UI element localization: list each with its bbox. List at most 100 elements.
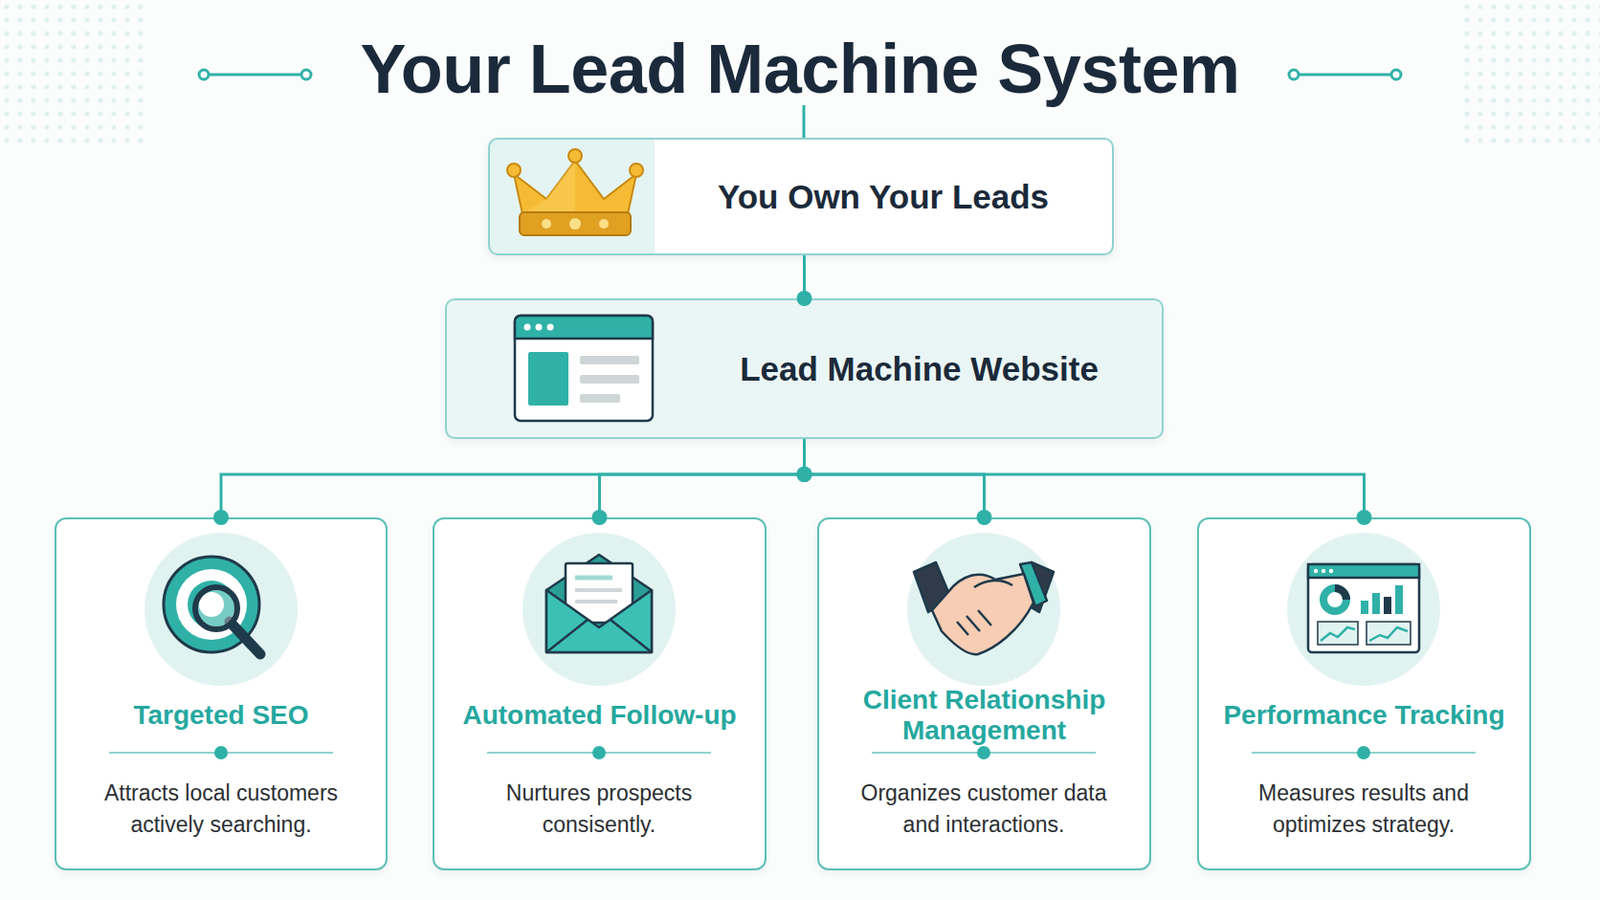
corner-dots (1456, 0, 1600, 144)
corner-dots (0, 0, 1600, 144)
handshake-icon (932, 574, 1034, 655)
analytics-icon (1317, 622, 1358, 645)
analytics-icon (1366, 622, 1411, 645)
connector-dot (797, 290, 813, 307)
card-divider (214, 746, 228, 760)
seo-target-icon (176, 569, 247, 641)
connector-dot (977, 510, 993, 526)
analytics-icon (1323, 588, 1347, 612)
analytics-icon (1334, 588, 1347, 600)
connector-dot (797, 466, 813, 483)
card-heading-area: Performance Tracking (1199, 677, 1530, 755)
connector-line (804, 439, 1365, 518)
website-icon (528, 352, 569, 406)
website-icon (579, 394, 621, 403)
box-label: Lead Machine Website (676, 300, 1162, 438)
email-icon (575, 588, 623, 593)
card-heading-area: Targeted SEO (56, 677, 386, 755)
feature-card: Targeted SEO Attracts local customers act… (54, 517, 388, 871)
feature-card: Client Relationship ManagementOrganizes … (817, 517, 1152, 871)
website-icon (524, 324, 532, 332)
crown-icon (507, 149, 644, 236)
connector-line (802, 255, 806, 299)
crown-icon (629, 163, 644, 178)
handshake-icon (913, 562, 1054, 655)
analytics-icon (1308, 564, 1420, 653)
crown-icon (507, 163, 521, 178)
crown-icon (522, 160, 576, 215)
seo-target-icon (229, 622, 261, 655)
handshake-icon (1016, 562, 1054, 613)
analytics-icon (1360, 600, 1369, 615)
website-icon (514, 315, 653, 339)
title-stem (802, 105, 806, 138)
website-icon (514, 315, 653, 422)
connector-line (221, 439, 805, 518)
email-icon (546, 620, 652, 653)
icon-backdrop (1287, 533, 1441, 687)
website-icon (579, 355, 640, 365)
icon-backdrop (144, 533, 1441, 687)
connector-dot (797, 466, 813, 483)
ownership-box: You Own Your Leads (488, 137, 1114, 256)
email-icon (546, 555, 652, 653)
email-icon (546, 590, 652, 653)
email-icon (575, 576, 613, 581)
connector-dot (797, 466, 813, 483)
card-heading-area: Client Relationship Management (819, 677, 1150, 755)
handshake-icon (956, 580, 1013, 636)
card-heading: Client Relationship Management (831, 685, 1138, 747)
icon-backdrop (522, 533, 676, 687)
analytics-icon (1308, 564, 1420, 653)
analytics-icon (1321, 569, 1326, 574)
crown-icon (519, 212, 631, 236)
card-description: Nurtures prospects consisently. (460, 777, 738, 842)
crown-icon (569, 218, 581, 230)
analytics-icon (1372, 593, 1380, 615)
title-ornament (203, 73, 307, 77)
icon-backdrop (144, 533, 298, 687)
website-icon (535, 324, 543, 332)
title-ornament (1293, 73, 1397, 77)
feature-card: Automated Follow-upNurtures prospects co… (432, 517, 767, 871)
connector-line (600, 439, 805, 518)
card-heading-area: Automated Follow-up (434, 677, 765, 755)
feature-card: Performance TrackingMeasures results and… (1197, 517, 1532, 871)
card-description: Measures results and optimizes strategy. (1224, 777, 1503, 842)
email-icon (546, 555, 652, 653)
card-description: Attracts local customers actively search… (82, 777, 360, 842)
card-divider (1356, 746, 1371, 760)
card-divider (871, 752, 1096, 755)
crown-icon (541, 219, 552, 229)
connector-dot (592, 510, 608, 526)
connector-dot (797, 466, 813, 483)
handshake-icon (1020, 562, 1047, 607)
analytics-icon (1383, 597, 1392, 615)
corner-dots (0, 0, 144, 144)
crown-icon (513, 160, 637, 215)
card-heading: Automated Follow-up (462, 700, 736, 732)
card-description: Organizes customer data and interactions… (844, 777, 1123, 842)
title-ornament (1391, 69, 1401, 80)
title-ornament (1288, 69, 1299, 80)
icon-backdrop (907, 533, 1061, 687)
card-heading: Targeted SEO (133, 700, 309, 732)
analytics-icon (1395, 585, 1403, 615)
connector-dot (1356, 510, 1373, 526)
card-divider (109, 746, 1476, 760)
title-ornament (199, 69, 209, 80)
connector-line (804, 439, 985, 518)
title-ornament (199, 69, 1401, 80)
seo-target-icon (195, 587, 238, 630)
website-icon (547, 324, 555, 332)
crown-icon (599, 219, 609, 229)
card-divider (592, 746, 606, 760)
card-divider (487, 752, 712, 755)
website-box: Lead Machine Website (444, 298, 1164, 440)
website-icon (579, 375, 640, 384)
analytics-icon (1320, 627, 1356, 642)
email-icon (565, 563, 633, 623)
crown-icon (568, 149, 582, 163)
